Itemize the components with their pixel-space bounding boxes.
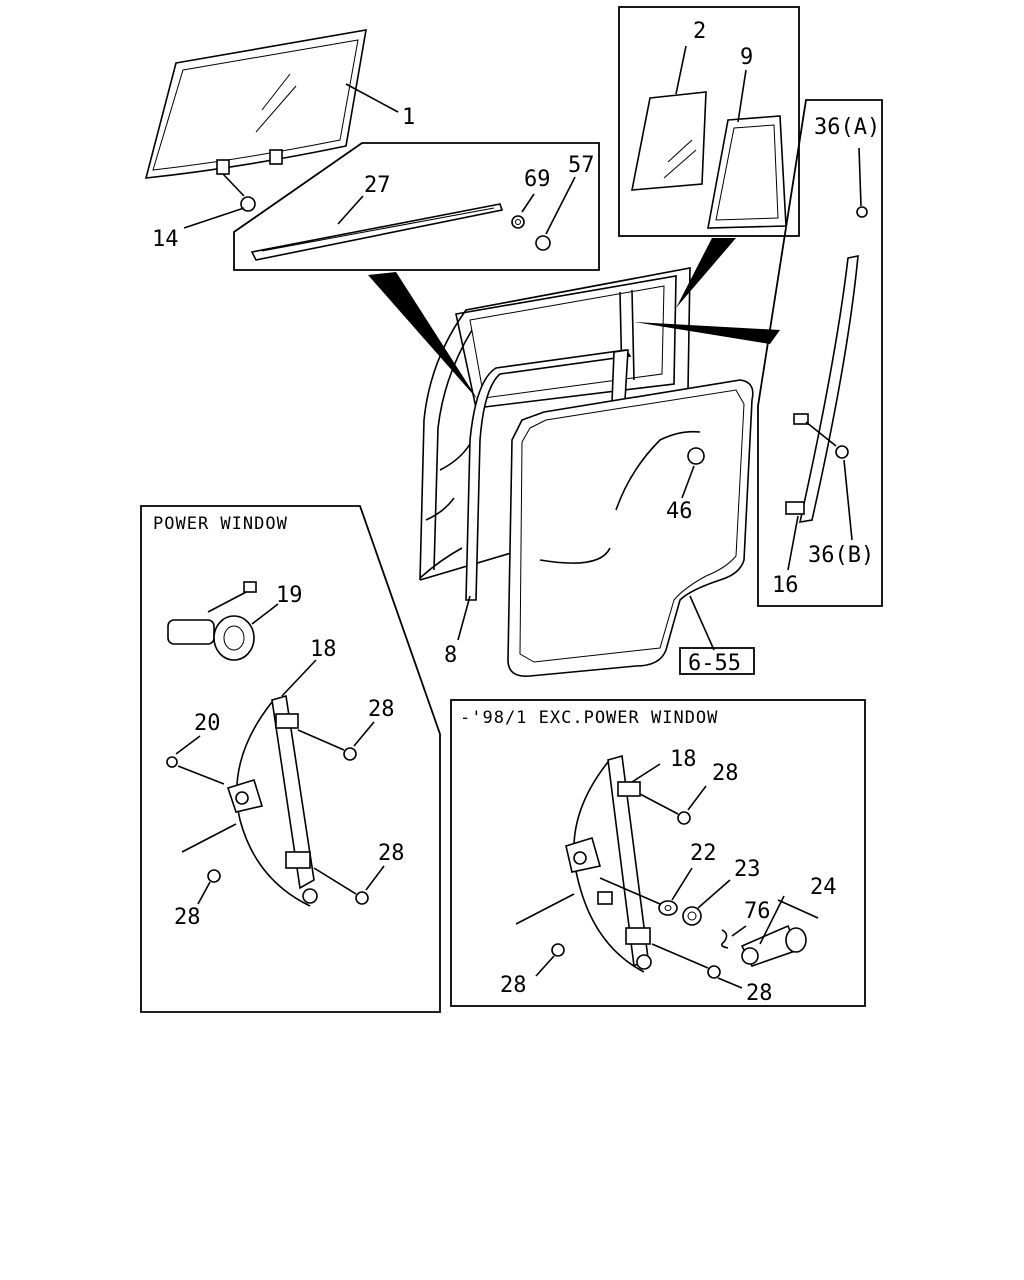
callout-22: 22 — [690, 841, 717, 866]
callout-14: 14 — [152, 227, 179, 252]
callout-20: 20 — [194, 711, 221, 736]
power-window-regulator — [166, 581, 385, 907]
callout-28-a: 28 — [368, 697, 395, 722]
callout-18-b: 18 — [670, 747, 697, 772]
power-window-panel — [140, 505, 441, 1013]
callout-28-f: 28 — [746, 981, 773, 1006]
callout-28-e: 28 — [500, 973, 527, 998]
callout-28-d: 28 — [712, 761, 739, 786]
callout-9: 9 — [740, 45, 753, 70]
power-window-panel-title: POWER WINDOW — [153, 514, 288, 534]
callout-19: 19 — [276, 583, 303, 608]
reference-box-label: 6-55 — [688, 651, 741, 676]
run-channel-detail-box — [233, 142, 600, 271]
pointer-wedge-16 — [634, 322, 780, 344]
callout-28-c: 28 — [174, 905, 201, 930]
manual-window-panel-title: -'98/1 EXC.POWER WINDOW — [460, 708, 718, 728]
door-glass-part-1 — [144, 29, 399, 229]
callout-18: 18 — [310, 637, 337, 662]
callout-57: 57 — [568, 153, 595, 178]
pointer-wedge-27 — [368, 272, 478, 400]
quarter-glass-detail-box — [618, 6, 800, 237]
callout-76: 76 — [744, 899, 771, 924]
callout-2: 2 — [693, 19, 706, 44]
sash-detail-box — [757, 99, 883, 607]
callout-27: 27 — [364, 173, 391, 198]
reference-box — [679, 647, 755, 675]
callout-23: 23 — [734, 857, 761, 882]
callout-28-b: 28 — [378, 841, 405, 866]
pointer-wedge-9 — [676, 238, 736, 308]
callout-46: 46 — [666, 499, 693, 524]
callout-16: 16 — [772, 573, 799, 598]
callout-69: 69 — [524, 167, 551, 192]
callout-36b: 36(B) — [808, 543, 874, 568]
callout-8: 8 — [444, 643, 457, 668]
callout-36a: 36(A) — [814, 115, 880, 140]
door-assembly — [419, 267, 754, 677]
manual-window-panel — [450, 699, 866, 1007]
callout-24: 24 — [810, 875, 837, 900]
callout-1: 1 — [402, 105, 415, 130]
manual-window-regulator — [515, 754, 819, 989]
